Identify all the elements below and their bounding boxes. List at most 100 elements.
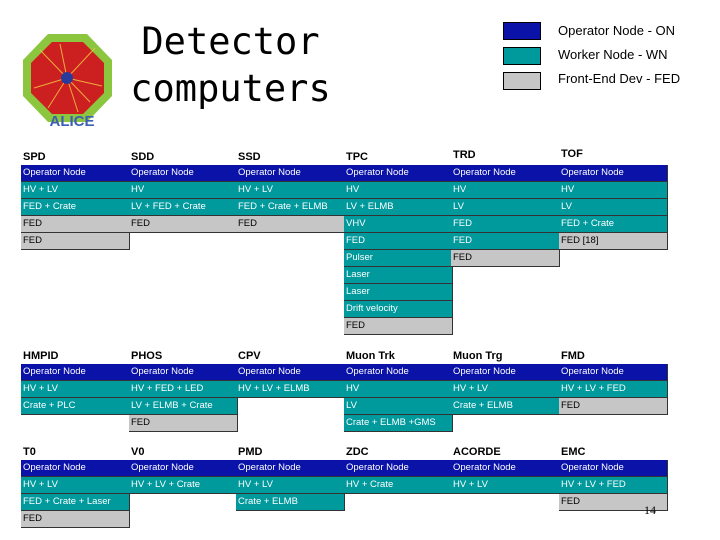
node-cell: Crate + ELMB [451, 398, 560, 415]
legend-label-operator-node: Operator Node - ON [558, 23, 676, 38]
node-cell: LV [451, 199, 560, 216]
node-cell: LV + ELMB [344, 199, 453, 216]
node-cell: Operator Node [559, 364, 668, 381]
node-cell: FED [18] [559, 233, 668, 250]
node-cell: HV + LV [451, 381, 560, 398]
node-cell: HV [344, 381, 453, 398]
node-cell: FED [129, 415, 238, 432]
node-cell: LV + FED + Crate [129, 199, 238, 216]
node-cell: LV [344, 398, 453, 415]
node-cell: HV [451, 182, 560, 199]
node-cell: Operator Node [129, 460, 238, 477]
node-cell: HV + LV [236, 182, 345, 199]
node-cell: HV + LV [236, 477, 345, 494]
node-cell: Pulser [344, 250, 453, 267]
node-cell: HV + Crate [344, 477, 453, 494]
node-cell: Operator Node [129, 165, 238, 182]
node-cell: FED + Crate [559, 216, 668, 233]
alice-logo: ALICE [23, 34, 112, 128]
node-cell: HV [559, 182, 668, 199]
detector-header-trd: TRD [453, 149, 476, 161]
node-cell: HV [344, 182, 453, 199]
node-cell: HV + LV [21, 182, 130, 199]
node-cell: VHV [344, 216, 453, 233]
detector-header-pmd: PMD [238, 446, 263, 458]
node-cell: HV + LV + FED [559, 381, 668, 398]
node-cell: HV [129, 182, 238, 199]
node-cell: HV + LV [21, 381, 130, 398]
node-cell: HV + LV + Crate [129, 477, 238, 494]
node-cell: FED + Crate + Laser [21, 494, 130, 511]
node-cell: FED [129, 216, 238, 233]
node-cell: Operator Node [236, 460, 345, 477]
node-cell: Laser [344, 267, 453, 284]
node-cell: FED [236, 216, 345, 233]
node-cell: Drift velocity [344, 301, 453, 318]
detector-header-sdd: SDD [131, 151, 155, 163]
node-cell: Operator Node [451, 165, 560, 182]
node-cell: FED [21, 233, 130, 250]
detector-header-spd: SPD [23, 151, 46, 163]
node-cell: Operator Node [129, 364, 238, 381]
detector-header-ssd: SSD [238, 151, 261, 163]
node-cell: Crate + ELMB +GMS [344, 415, 453, 432]
node-cell: LV [559, 199, 668, 216]
node-cell: Operator Node [344, 165, 453, 182]
node-cell: HV + LV [21, 477, 130, 494]
node-cell: FED [451, 233, 560, 250]
node-cell: FED [344, 318, 453, 335]
node-cell: Operator Node [21, 165, 130, 182]
node-cell: FED [451, 216, 560, 233]
node-cell: HV + FED + LED [129, 381, 238, 398]
node-cell: Crate + PLC [21, 398, 130, 415]
node-cell: Operator Node [451, 364, 560, 381]
detector-header-tpc: TPC [346, 151, 368, 163]
detector-header-phos: PHOS [131, 350, 163, 362]
detector-header-tof: TOF [561, 148, 583, 160]
node-cell: Operator Node [559, 460, 668, 477]
page-title-line2: computers [130, 67, 331, 110]
legend-label-worker-node: Worker Node - WN [558, 47, 668, 62]
legend-swatch-front-end-dev [503, 72, 541, 90]
detector-header-emc: EMC [561, 446, 586, 458]
node-cell: HV + LV [451, 477, 560, 494]
node-cell: FED [559, 398, 668, 415]
legend-swatch-worker-node [503, 47, 541, 65]
detector-header-muon-trk: Muon Trk [346, 350, 395, 362]
node-cell: FED + Crate + ELMB [236, 199, 345, 216]
detector-header-hmpid: HMPID [23, 350, 59, 362]
node-cell: Laser [344, 284, 453, 301]
legend-label-front-end-dev: Front-End Dev - FED [558, 71, 681, 86]
legend-swatch-operator-node [503, 22, 541, 40]
detector-header-v0: V0 [131, 446, 145, 458]
detector-header-zdc: ZDC [346, 446, 369, 458]
node-cell: Operator Node [344, 364, 453, 381]
detector-header-fmd: FMD [561, 350, 585, 362]
node-cell: Operator Node [236, 364, 345, 381]
node-cell: Operator Node [21, 460, 130, 477]
page-title-line1: Detector [141, 20, 320, 63]
node-cell: Operator Node [559, 165, 668, 182]
node-cell: FED [21, 511, 130, 528]
node-cell: HV + LV + FED [559, 477, 668, 494]
node-cell: Operator Node [451, 460, 560, 477]
node-cell: FED [559, 494, 668, 511]
node-cell: Crate + ELMB [236, 494, 345, 511]
detector-header-cpv: CPV [238, 350, 261, 362]
detector-header-t0: T0 [23, 446, 36, 458]
node-cell: Operator Node [236, 165, 345, 182]
node-cell: FED [344, 233, 453, 250]
node-cell: FED [21, 216, 130, 233]
node-cell: HV + LV + ELMB [236, 381, 345, 398]
page-title: Detector computers [118, 18, 343, 112]
detector-header-muon-trg: Muon Trg [453, 350, 503, 362]
node-cell: Operator Node [344, 460, 453, 477]
detector-header-acorde: ACORDE [453, 446, 501, 458]
node-cell: Operator Node [21, 364, 130, 381]
node-cell: LV + ELMB + Crate [129, 398, 238, 415]
page-number: 14 [644, 503, 656, 517]
node-cell: FED + Crate [21, 199, 130, 216]
node-cell: FED [451, 250, 560, 267]
logo-text: ALICE [50, 113, 95, 128]
